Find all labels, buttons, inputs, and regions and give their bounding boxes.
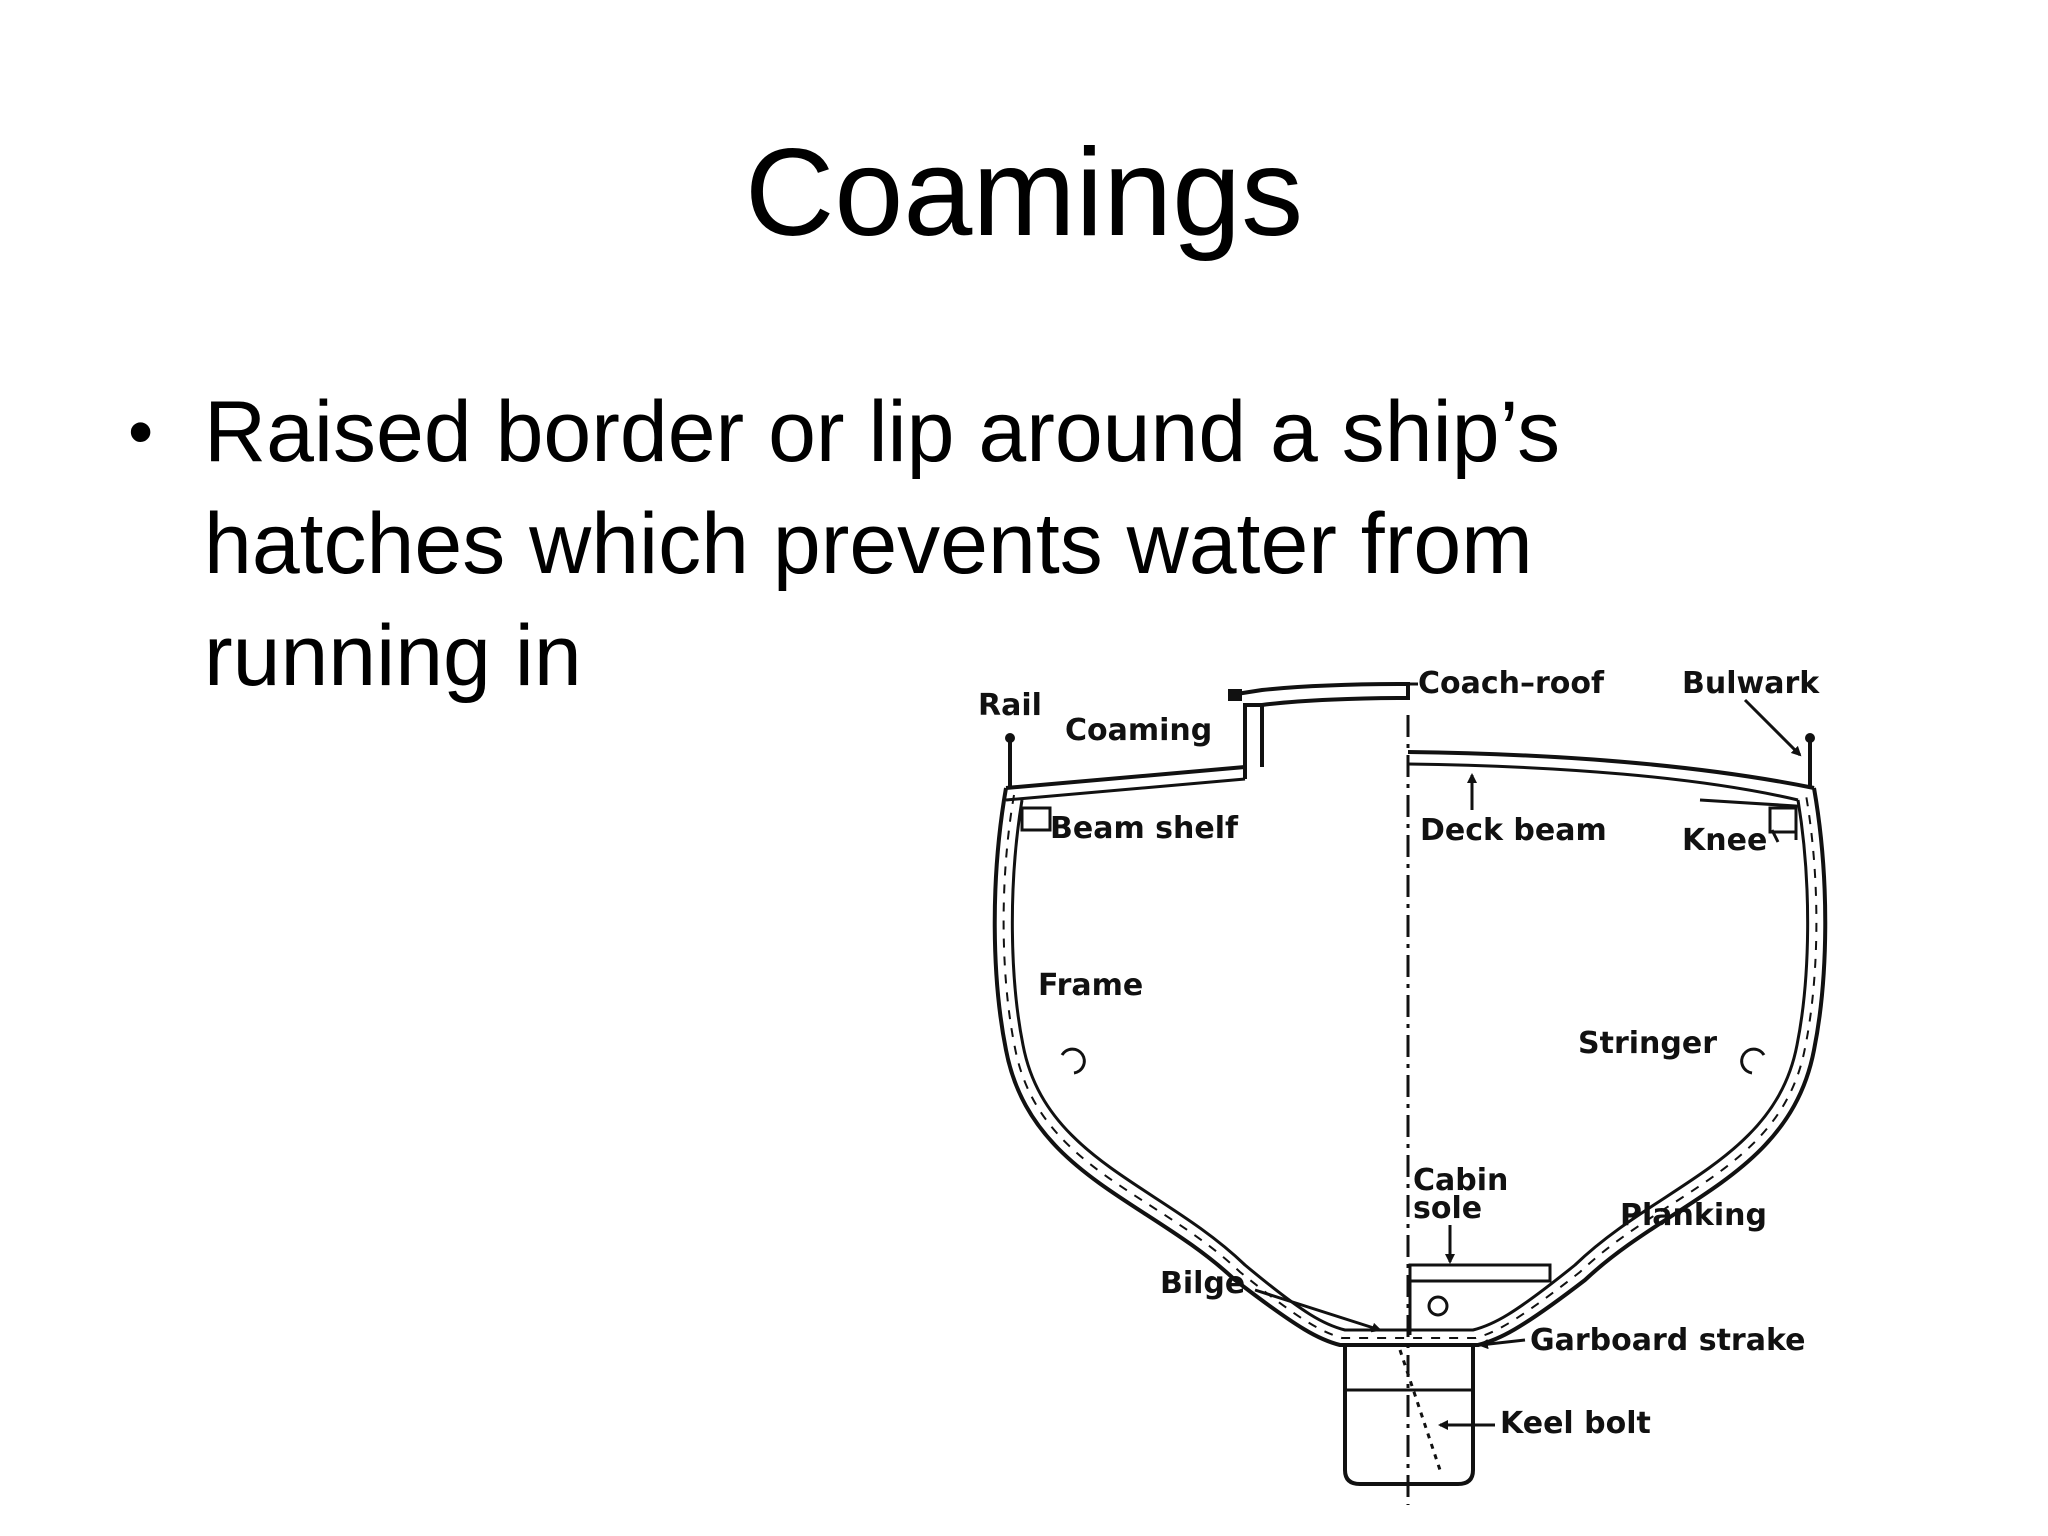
- bullet-line-3: running in: [204, 608, 582, 704]
- label-bilge: Bilge: [1160, 1266, 1245, 1301]
- coach-roof: [1229, 681, 1410, 707]
- bullet-line-1: Raised border or lip around a ship’s: [204, 384, 1561, 480]
- cabin-sole: [1408, 1263, 1552, 1283]
- beam-shelf: [1020, 806, 1052, 832]
- deck-right-inner: [1407, 762, 1799, 802]
- hull-inner: [1010, 799, 1810, 1332]
- label-coaming: Coaming: [1065, 713, 1212, 748]
- leader-knee: [1770, 829, 1780, 843]
- coaming: [1243, 703, 1264, 779]
- bullet-item: • Raised border or lip around a ship’s h…: [118, 376, 1678, 712]
- leader-bulwark: [1743, 698, 1802, 757]
- label-rail: Rail: [978, 688, 1042, 723]
- bullet-list: • Raised border or lip around a ship’s h…: [118, 376, 1678, 712]
- hull-outer: [992, 787, 1828, 1347]
- rail-cap: [1005, 733, 1015, 743]
- deck-right: [1407, 750, 1815, 790]
- label-deck-beam: Deck beam: [1420, 813, 1607, 848]
- hull-planking-hatch: [1002, 794, 1818, 1339]
- slide-title: Coamings: [744, 124, 1304, 262]
- label-sole: sole: [1413, 1191, 1482, 1226]
- knee: [1699, 798, 1798, 840]
- label-planking: Planking: [1620, 1198, 1767, 1233]
- keel: [1343, 1345, 1475, 1486]
- stringer-left: [1060, 1047, 1086, 1075]
- limber-hole: [1427, 1295, 1449, 1317]
- deck-left-inner: [1005, 777, 1246, 802]
- label-beam-shelf: Beam shelf: [1050, 811, 1239, 846]
- label-frame: Frame: [1038, 968, 1143, 1003]
- label-bulwark: Bulwark: [1682, 666, 1820, 701]
- leader-bilge: [1254, 1288, 1382, 1333]
- stringer-right: [1740, 1047, 1766, 1075]
- label-coach-roof: Coach–roof: [1418, 666, 1605, 701]
- bulwark-cap: [1805, 733, 1815, 743]
- coach-roof-lip: [1228, 689, 1242, 701]
- bullet-dot-icon: •: [128, 392, 154, 472]
- deck-left: [1005, 765, 1246, 790]
- leader-garboard-strake: [1478, 1338, 1526, 1350]
- bullet-line-2: hatches which prevents water from: [204, 496, 1533, 592]
- label-garboard-strake: Garboard strake: [1530, 1323, 1805, 1358]
- label-cabin: Cabin: [1413, 1163, 1508, 1198]
- label-stringer: Stringer: [1578, 1026, 1717, 1061]
- label-knee: Knee: [1682, 823, 1767, 858]
- label-keel-bolt: Keel bolt: [1500, 1406, 1651, 1441]
- knee-block: [1768, 806, 1798, 834]
- keel-bolt: [1398, 1349, 1442, 1471]
